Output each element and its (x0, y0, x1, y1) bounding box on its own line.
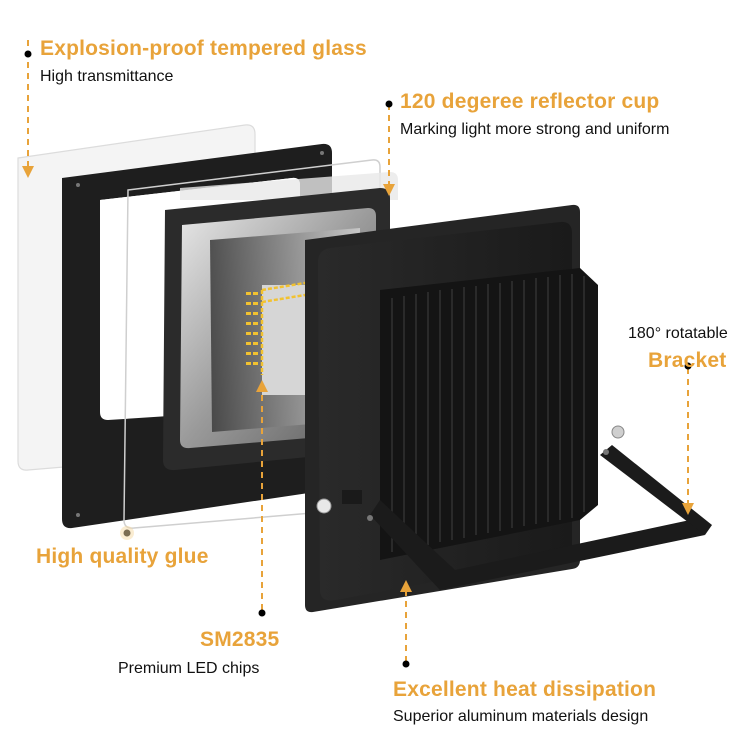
glass-callout-title: Explosion-proof tempered glass (40, 37, 367, 60)
bracket-callout-title: Bracket (648, 349, 727, 372)
glass-callout-subtitle: High transmittance (40, 68, 174, 85)
reflector-callout-title: 120 degeree reflector cup (400, 90, 660, 113)
heat-callout-title: Excellent heat dissipation (393, 678, 657, 701)
bracket (367, 425, 712, 590)
chips-callout-subtitle: Premium LED chips (118, 660, 260, 677)
glue-callout-title: High quality glue (36, 545, 209, 568)
reflector-callout-subtitle: Marking light more strong and uniform (400, 121, 670, 138)
chips-callout-title: SM2835 (200, 628, 280, 651)
bracket-callout-subtitle: 180° rotatable (628, 325, 728, 342)
heat-callout-subtitle: Superior aluminum materials design (393, 708, 649, 725)
led-chips (246, 281, 306, 375)
